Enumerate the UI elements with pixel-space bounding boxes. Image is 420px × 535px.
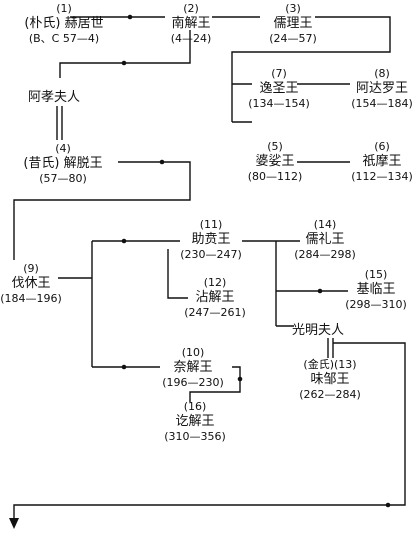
node-9-number: (9) bbox=[23, 262, 39, 275]
node-4-number: (4) bbox=[55, 142, 71, 155]
link-to-next bbox=[13, 342, 406, 520]
dot bbox=[127, 14, 133, 20]
link-10-16 bbox=[189, 366, 241, 402]
node-5-name: 婆娑王 bbox=[255, 153, 295, 169]
node-4: (4) (昔氏) 解脱王 (57—80) bbox=[4, 142, 122, 186]
node-2-number: (2) bbox=[183, 2, 199, 15]
node-6-name: 祇摩王 bbox=[362, 153, 402, 169]
node-12-number: (12) bbox=[203, 276, 227, 289]
node-9: (9) 伐休王 (184—196) bbox=[0, 262, 62, 306]
node-14: (14) 儒礼王 (284—298) bbox=[290, 218, 360, 262]
node-2-name: 南解王 bbox=[171, 15, 211, 31]
node-9-years: (184—196) bbox=[0, 292, 62, 305]
dot bbox=[121, 238, 127, 244]
dot bbox=[121, 60, 127, 66]
node-10-years: (196—230) bbox=[162, 376, 224, 389]
node-5-number: (5) bbox=[267, 140, 283, 153]
node-3: (3) 儒理王 (24—57) bbox=[258, 2, 328, 46]
node-13: (金氏)(13) 味邹王 (262—284) bbox=[290, 358, 370, 402]
node-5-years: (80—112) bbox=[247, 170, 303, 183]
dot bbox=[237, 376, 243, 382]
node-7: (7) 逸圣王 (134—154) bbox=[244, 67, 314, 111]
node-8-years: (154—184) bbox=[351, 97, 413, 110]
dot bbox=[159, 159, 165, 165]
node-8-number: (8) bbox=[374, 67, 390, 80]
node-13-number: (金氏)(13) bbox=[303, 358, 357, 371]
node-4-name: (昔氏) 解脱王 bbox=[23, 155, 103, 171]
node-7-name: 逸圣王 bbox=[259, 80, 299, 96]
dot bbox=[317, 288, 323, 294]
node-2-years: (4—24) bbox=[170, 32, 212, 45]
node-4-years: (57—80) bbox=[39, 172, 87, 185]
node-12: (12) 沾解王 (247—261) bbox=[180, 276, 250, 320]
node-11: (11) 助贲王 (230—247) bbox=[176, 218, 246, 262]
node-1: (1) (朴氏) 赫居世 (B、C 57—4) bbox=[4, 2, 124, 46]
node-7-number: (7) bbox=[271, 67, 287, 80]
node-12-name: 沾解王 bbox=[195, 289, 235, 305]
spouse-b-label: 光明夫人 bbox=[292, 323, 345, 338]
node-10: (10) 奈解王 (196—230) bbox=[156, 346, 230, 390]
node-12-years: (247—261) bbox=[184, 306, 246, 319]
node-15-name: 基临王 bbox=[356, 281, 396, 297]
dot bbox=[121, 364, 127, 370]
node-15: (15) 基临王 (298—310) bbox=[340, 268, 412, 312]
node-8: (8) 阿达罗王 (154—184) bbox=[346, 67, 418, 111]
node-16: (16) 讫解王 (310—356) bbox=[158, 400, 232, 444]
node-5: (5) 婆娑王 (80—112) bbox=[240, 140, 310, 184]
node-16-number: (16) bbox=[183, 400, 207, 413]
node-8-name: 阿达罗王 bbox=[355, 80, 408, 96]
node-11-name: 助贲王 bbox=[191, 231, 231, 247]
node-2: (2) 南解王 (4—24) bbox=[156, 2, 226, 46]
dot bbox=[385, 502, 391, 508]
node-3-number: (3) bbox=[285, 2, 301, 15]
spouse-a-label: 阿孝夫人 bbox=[28, 90, 81, 105]
link-3-children bbox=[231, 16, 391, 122]
node-1-name: (朴氏) 赫居世 bbox=[24, 15, 104, 31]
node-14-name: 儒礼王 bbox=[305, 231, 345, 247]
node-1-number: (1) bbox=[56, 2, 72, 15]
node-6-number: (6) bbox=[374, 140, 390, 153]
node-13-name: 味邹王 bbox=[310, 371, 350, 387]
node-11-number: (11) bbox=[199, 218, 223, 231]
node-14-number: (14) bbox=[313, 218, 337, 231]
node-1-years: (B、C 57—4) bbox=[28, 32, 100, 45]
node-9-name: 伐休王 bbox=[11, 275, 51, 291]
down-arrow-icon bbox=[9, 518, 19, 529]
node-6-years: (112—134) bbox=[351, 170, 413, 183]
node-10-name: 奈解王 bbox=[173, 359, 213, 375]
link-11-12 bbox=[167, 249, 188, 299]
node-6: (6) 祇摩王 (112—134) bbox=[346, 140, 418, 184]
node-3-years: (24—57) bbox=[269, 32, 317, 45]
node-13-years: (262—284) bbox=[299, 388, 361, 401]
node-15-years: (298—310) bbox=[345, 298, 407, 311]
node-3-name: 儒理王 bbox=[273, 15, 313, 31]
link-4-9 bbox=[13, 161, 191, 260]
node-10-number: (10) bbox=[181, 346, 205, 359]
node-16-name: 讫解王 bbox=[175, 413, 215, 429]
node-11-years: (230—247) bbox=[180, 248, 242, 261]
node-16-years: (310—356) bbox=[164, 430, 226, 443]
node-14-years: (284—298) bbox=[294, 248, 356, 261]
node-7-years: (134—154) bbox=[248, 97, 310, 110]
node-15-number: (15) bbox=[364, 268, 388, 281]
